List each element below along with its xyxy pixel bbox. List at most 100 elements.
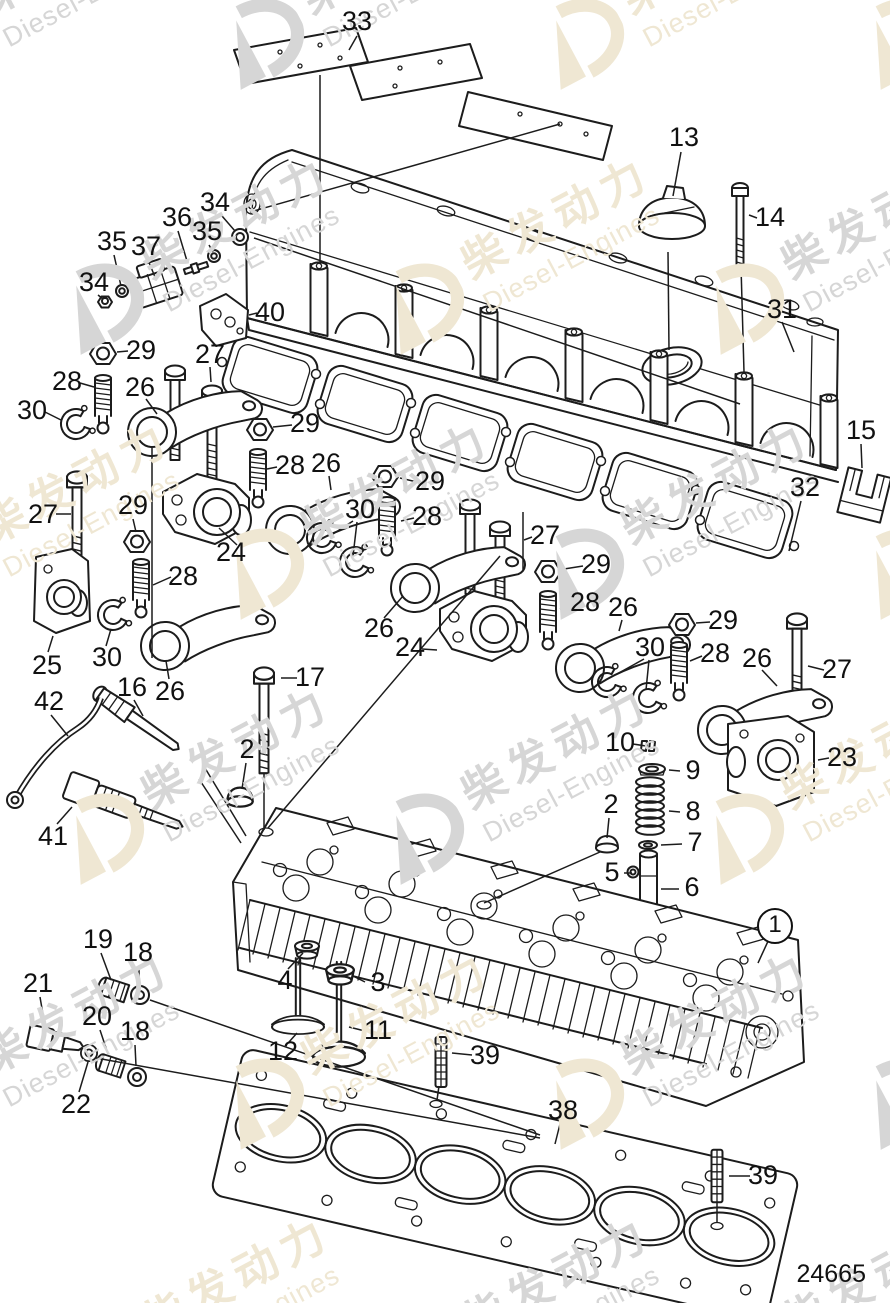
callout-30: 30: [344, 494, 376, 524]
leader-line: [105, 628, 112, 647]
callout-5: 5: [604, 857, 620, 887]
leader-line: [198, 778, 242, 844]
head-right-face: [730, 990, 794, 1078]
callout-24: 24: [394, 632, 426, 662]
drawing-number: 24665: [796, 1260, 866, 1288]
sensor-21: [25, 1024, 85, 1053]
leader-line: [332, 520, 354, 535]
callout-9: 9: [685, 755, 701, 785]
leader-line: [483, 851, 601, 904]
callout-34: 34: [78, 267, 110, 297]
leader-line: [50, 714, 69, 737]
callout-29: 29: [580, 549, 612, 579]
callout-28: 28: [411, 501, 443, 531]
leader-line: [616, 658, 645, 675]
rocker-cluster-right: [553, 612, 835, 915]
leader-line: [860, 443, 863, 469]
sensor-37-group: [97, 228, 249, 347]
callout-17: 17: [294, 662, 326, 692]
callout-13: 13: [668, 122, 700, 152]
callout-35: 35: [191, 216, 223, 246]
bracket-40: [199, 293, 249, 347]
callout-29: 29: [289, 408, 321, 438]
callout-32: 32: [789, 472, 821, 502]
leader-line: [132, 518, 137, 533]
leader-line: [134, 1044, 137, 1067]
leader-line: [399, 477, 418, 483]
leader-line: [99, 1029, 109, 1055]
callout-16: 16: [116, 672, 148, 702]
leader-line: [352, 521, 358, 557]
leader-line: [695, 621, 711, 624]
callout-35: 35: [96, 226, 128, 256]
callout-30: 30: [634, 632, 666, 662]
callout-26: 26: [363, 613, 395, 643]
callout-41: 41: [37, 821, 69, 851]
leader-line: [436, 1085, 440, 1101]
callout-1: 1: [757, 908, 793, 944]
leader-line: [56, 806, 73, 825]
callout-30: 30: [91, 642, 123, 672]
leader-line: [248, 312, 258, 316]
valve-collets-10: [640, 740, 656, 752]
callout-19: 19: [82, 924, 114, 954]
leader-line: [618, 619, 623, 632]
callout-33: 33: [341, 6, 373, 36]
leader-line: [204, 767, 247, 837]
callout-18: 18: [119, 1016, 151, 1046]
bracket-15: [836, 466, 890, 524]
spacer-5: [626, 865, 640, 879]
leader-line: [400, 517, 415, 522]
callout-28: 28: [699, 638, 731, 668]
leader-line: [39, 996, 46, 1027]
callout-14: 14: [754, 202, 786, 232]
leader-line: [807, 665, 825, 671]
leader-line: [253, 237, 741, 405]
callout-8: 8: [685, 796, 701, 826]
leader-line: [267, 555, 501, 829]
head-ribs: [237, 899, 761, 1079]
leader-line: [145, 398, 158, 415]
callout-2: 2: [603, 789, 619, 819]
leader-line: [788, 500, 802, 552]
callout-6: 6: [684, 872, 700, 902]
leader-line: [79, 382, 95, 388]
front-housing-25: [33, 548, 91, 634]
cover-gasket-32: [216, 335, 800, 560]
callout-27: 27: [821, 654, 853, 684]
callout-38: 38: [547, 1095, 579, 1125]
callout-12: 12: [267, 1036, 299, 1066]
callout-2: 2: [239, 734, 255, 764]
callout-3: 3: [370, 967, 386, 997]
callout-26: 26: [310, 448, 342, 478]
leader-line: [817, 757, 830, 761]
leader-line: [451, 1052, 473, 1056]
callout-42: 42: [33, 686, 65, 716]
callout-28: 28: [51, 366, 83, 396]
end-housing-23: [726, 715, 815, 807]
leader-line: [348, 1026, 366, 1032]
leader-line: [177, 230, 188, 262]
leader-line: [100, 952, 112, 981]
callout-39: 39: [747, 1160, 779, 1190]
callout-28: 28: [274, 450, 306, 480]
leader-line: [761, 669, 778, 687]
leader-line: [218, 527, 238, 546]
callout-26: 26: [124, 372, 156, 402]
leader-line: [748, 214, 758, 219]
leader-line: [781, 321, 795, 353]
leader-line: [757, 938, 770, 964]
leader-line: [632, 743, 647, 747]
callout-25: 25: [31, 650, 63, 680]
leader-line: [352, 975, 366, 983]
leader-line: [147, 259, 156, 278]
callout-37: 37: [130, 231, 162, 261]
leader-line: [149, 999, 541, 1136]
callout-20: 20: [81, 1001, 113, 1031]
callout-21: 21: [22, 968, 54, 998]
callout-36: 36: [161, 202, 193, 232]
callout-29: 29: [125, 335, 157, 365]
callout-7: 7: [687, 827, 703, 857]
